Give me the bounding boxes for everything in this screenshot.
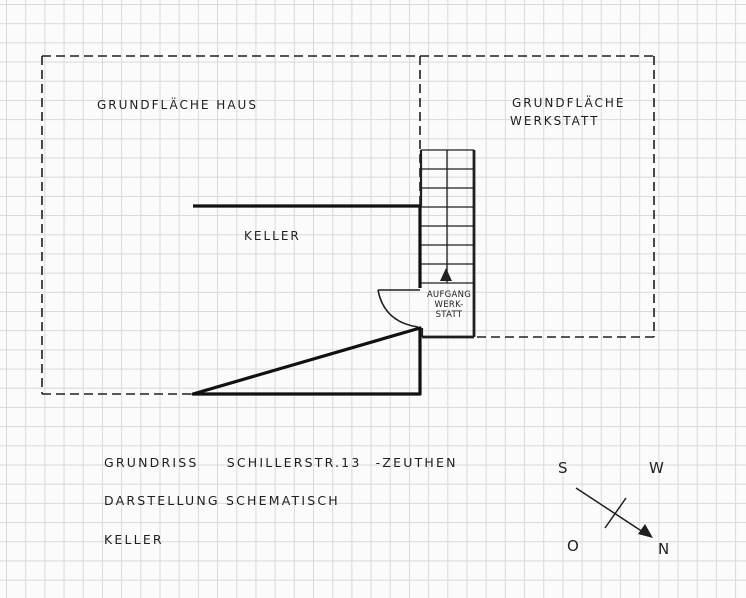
staircase (419, 149, 476, 339)
compass-south-label: S (558, 459, 568, 477)
note-plan-title-part-3: -ZEUTHEN (375, 455, 458, 470)
compass-west-label: W (649, 459, 664, 477)
note-plan-title-part-2: SCHILLERSTR.13 (226, 455, 362, 470)
stair-treads (421, 149, 474, 284)
workshop-footprint-outline (420, 55, 655, 338)
note-plan-title: GRUNDRISS SCHILLERSTR.13 -ZEUTHEN (104, 455, 458, 470)
staircase-label-line-2: WERK- (434, 300, 464, 310)
house-footprint-outline (41, 55, 421, 395)
basement-room-label: KELLER (244, 229, 301, 243)
door-swing-icon (377, 289, 420, 328)
compass-rose-icon (575, 487, 653, 538)
note-floor-level: KELLER (104, 532, 164, 547)
staircase-label-line-1: AUFGANG (426, 290, 472, 300)
staircase-label-line-3: STATT (435, 310, 463, 320)
compass-east-label: O (567, 537, 579, 555)
house-area-label: GRUNDFLÄCHE HAUS (97, 98, 258, 112)
staircase-label: AUFGANG WERK- STATT (422, 290, 476, 320)
workshop-area-label-line-2: WERKSTATT (510, 114, 600, 128)
stair-direction-arrow-icon (440, 268, 452, 281)
note-representation: DARSTELLUNG SCHEMATISCH (104, 493, 340, 508)
note-plan-title-part-1: GRUNDRISS (104, 455, 199, 470)
workshop-area-label-line-1: GRUNDFLÄCHE (512, 96, 626, 110)
compass-north-label: N (658, 540, 670, 558)
basement-room-outline (191, 204, 422, 396)
